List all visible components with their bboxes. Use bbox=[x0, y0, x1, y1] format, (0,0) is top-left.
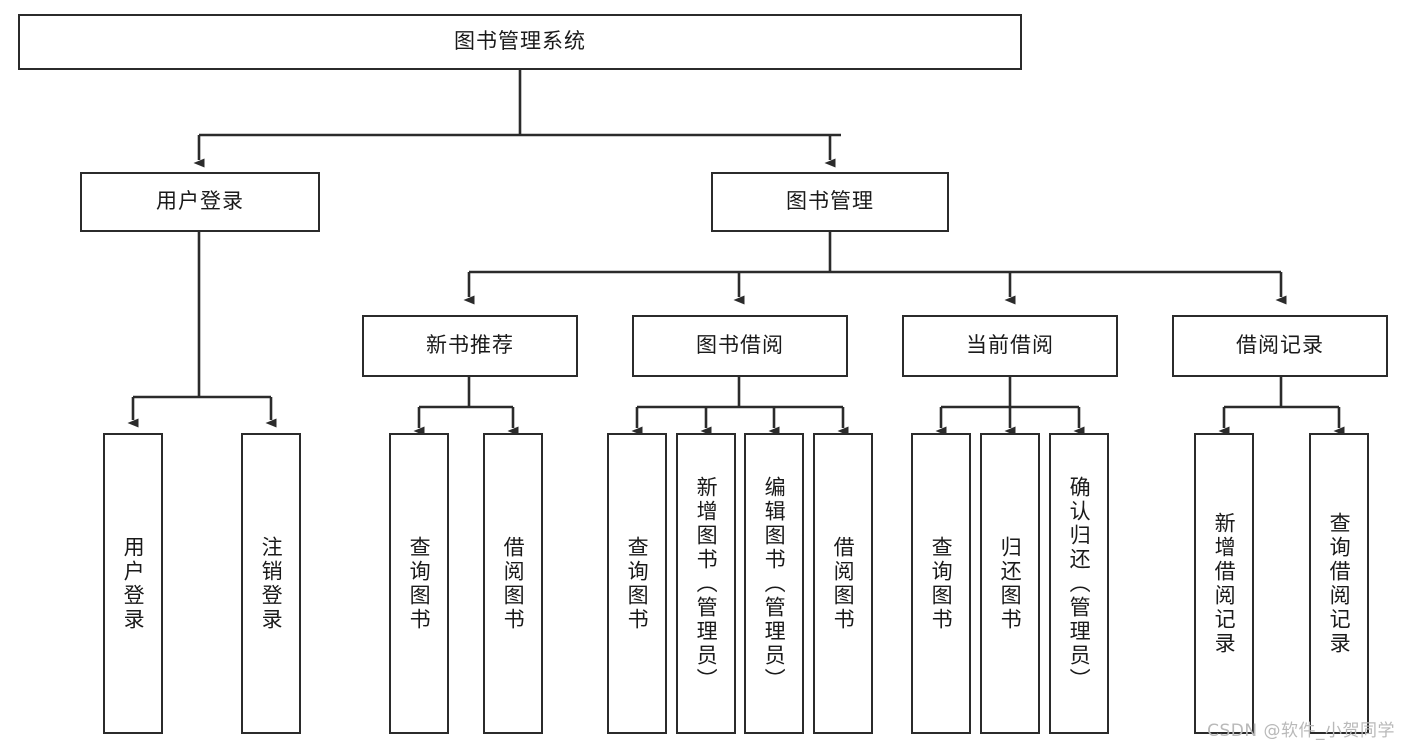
node-leaf-user-login[interactable]: 用户登录 bbox=[103, 433, 163, 734]
node-leaf-logout-label: 注销登录 bbox=[259, 535, 284, 632]
node-borrow-record[interactable]: 借阅记录 bbox=[1172, 315, 1388, 377]
node-current-borrow[interactable]: 当前借阅 bbox=[902, 315, 1118, 377]
node-leaf-borrow-book-1[interactable]: 借阅图书 bbox=[483, 433, 543, 734]
node-leaf-add-record[interactable]: 新增借阅记录 bbox=[1194, 433, 1254, 734]
node-leaf-user-login-label: 用户登录 bbox=[121, 535, 146, 632]
node-book-borrow[interactable]: 图书借阅 bbox=[632, 315, 848, 377]
node-book-manage[interactable]: 图书管理 bbox=[711, 172, 949, 232]
node-leaf-query-book-3[interactable]: 查询图书 bbox=[911, 433, 971, 734]
node-book-manage-label: 图书管理 bbox=[786, 189, 874, 214]
node-leaf-borrow-book-2[interactable]: 借阅图书 bbox=[813, 433, 873, 734]
node-leaf-query-book-1-label: 查询图书 bbox=[407, 535, 432, 632]
node-leaf-return-book[interactable]: 归还图书 bbox=[980, 433, 1040, 734]
node-leaf-confirm-return[interactable]: 确认归还（管理员） bbox=[1049, 433, 1109, 734]
node-leaf-edit-book[interactable]: 编辑图书（管理员） bbox=[744, 433, 804, 734]
node-leaf-return-book-label: 归还图书 bbox=[998, 535, 1023, 632]
node-new-book-rec-label: 新书推荐 bbox=[426, 333, 514, 358]
node-root-label: 图书管理系统 bbox=[454, 29, 586, 54]
node-leaf-add-book[interactable]: 新增图书（管理员） bbox=[676, 433, 736, 734]
node-user-login[interactable]: 用户登录 bbox=[80, 172, 320, 232]
node-leaf-borrow-book-1-label: 借阅图书 bbox=[501, 535, 526, 632]
node-leaf-edit-book-label: 编辑图书（管理员） bbox=[762, 475, 787, 692]
node-leaf-add-record-label: 新增借阅记录 bbox=[1212, 511, 1237, 656]
node-leaf-query-book-2[interactable]: 查询图书 bbox=[607, 433, 667, 734]
node-leaf-query-record-label: 查询借阅记录 bbox=[1327, 511, 1352, 656]
node-user-login-label: 用户登录 bbox=[156, 189, 244, 214]
node-borrow-record-label: 借阅记录 bbox=[1236, 333, 1324, 358]
node-leaf-query-book-3-label: 查询图书 bbox=[929, 535, 954, 632]
node-leaf-borrow-book-2-label: 借阅图书 bbox=[831, 535, 856, 632]
node-root[interactable]: 图书管理系统 bbox=[18, 14, 1022, 70]
node-leaf-logout[interactable]: 注销登录 bbox=[241, 433, 301, 734]
node-book-borrow-label: 图书借阅 bbox=[696, 333, 784, 358]
node-current-borrow-label: 当前借阅 bbox=[966, 333, 1054, 358]
node-leaf-confirm-return-label: 确认归还（管理员） bbox=[1067, 475, 1092, 692]
node-leaf-query-record[interactable]: 查询借阅记录 bbox=[1309, 433, 1369, 734]
node-leaf-add-book-label: 新增图书（管理员） bbox=[694, 475, 719, 692]
node-leaf-query-book-2-label: 查询图书 bbox=[625, 535, 650, 632]
csdn-watermark: CSDN @软件_小贺同学 bbox=[1207, 721, 1395, 741]
node-new-book-rec[interactable]: 新书推荐 bbox=[362, 315, 578, 377]
node-leaf-query-book-1[interactable]: 查询图书 bbox=[389, 433, 449, 734]
